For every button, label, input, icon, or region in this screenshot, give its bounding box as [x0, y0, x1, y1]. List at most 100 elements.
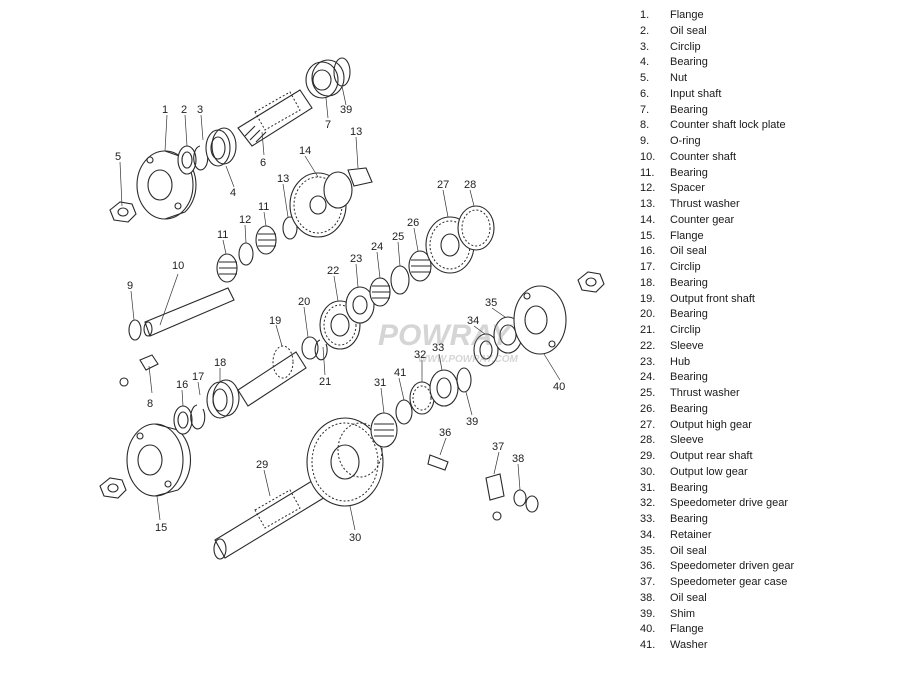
legend-item-label: Circlip: [670, 40, 701, 53]
legend-item-label: Bearing: [670, 513, 708, 525]
part-7-bearing: [305, 59, 345, 99]
legend-item: 17.Circlip: [640, 260, 895, 276]
legend-item-label: Speedometer driven gear: [670, 560, 795, 573]
legend-item-number: 3.: [640, 40, 650, 53]
legend-item-number: 12.: [640, 182, 656, 195]
part-6-input-shaft: [237, 89, 313, 147]
callout-4: 4: [230, 187, 236, 199]
legend-item: 39.Shim: [640, 607, 895, 623]
callout-24: 24: [371, 241, 383, 253]
legend-item: 3. Circlip: [640, 40, 895, 56]
legend-item-number: 37.: [640, 576, 656, 588]
part-23-hub: [345, 286, 375, 324]
legend-item-number: 4.: [640, 56, 650, 69]
legend-item-label: Counter gear: [670, 213, 735, 226]
leader-lines: [119, 85, 561, 531]
legend-item: 34. Retainer: [640, 528, 895, 544]
callout-27: 27: [437, 179, 449, 191]
part-4-bearing: [205, 127, 237, 167]
legend-item-label: Bearing: [670, 371, 708, 384]
part-38-oil-seal: [513, 489, 539, 513]
part-8-lock-plate: [119, 354, 159, 387]
legend-item-number: 41.: [640, 639, 656, 651]
callout-22: 22: [327, 265, 339, 277]
callout-numbers: 1 2 3 4 5 6 7 8 9 10 11 11 12 13 13 14 1…: [115, 104, 565, 544]
legend-item-number: 40.: [640, 623, 656, 636]
callout-39-a: 39: [340, 104, 352, 116]
callout-21: 21: [319, 376, 331, 388]
part-19-output-front-shaft: [237, 345, 307, 407]
legend-item: 31.Bearing: [640, 481, 895, 497]
part-11-bearing-b: [255, 225, 277, 255]
legend-item-number: 8.: [640, 119, 650, 132]
callout-3: 3: [197, 104, 203, 116]
legend-item: 32.Speedometer drive gear: [640, 496, 895, 512]
callout-20: 20: [298, 296, 310, 308]
callout-14: 14: [299, 145, 311, 157]
legend-item: 24.Bearing: [640, 370, 895, 386]
callout-2: 2: [181, 104, 187, 116]
legend-item-number: 27.: [640, 418, 656, 431]
legend-item: 11.Bearing: [640, 166, 895, 182]
part-17-circlip: [190, 404, 206, 430]
callout-32: 32: [414, 349, 426, 361]
callout-11-a: 11: [217, 229, 228, 241]
legend-item-number: 2.: [640, 24, 650, 37]
legend-item-label: Input shaft: [670, 87, 722, 100]
callout-10: 10: [172, 260, 184, 272]
legend-item-number: 15.: [640, 229, 656, 242]
legend-item: 7.Bearing: [640, 103, 895, 119]
legend-item: 23.Hub: [640, 355, 895, 371]
part-14-counter-gear: [289, 171, 353, 238]
legend-item-number: 36.: [640, 560, 656, 573]
legend-item-label: Shim: [670, 607, 696, 620]
callout-35: 35: [485, 297, 497, 309]
legend-item: 6.Input shaft: [640, 87, 895, 103]
callout-40: 40: [553, 381, 565, 393]
callout-13-b: 13: [350, 126, 362, 138]
legend-item: 26.Bearing: [640, 402, 895, 418]
part-34-retainer: [473, 333, 499, 367]
legend-item-number: 14.: [640, 213, 656, 226]
callout-5: 5: [115, 151, 121, 163]
legend-item-label: Flange: [670, 9, 704, 21]
legend-item-label: Speedometer drive gear: [670, 497, 789, 510]
legend-item: 15.Flange: [640, 229, 895, 245]
legend-item-label: Sleeve: [670, 339, 704, 352]
callout-38: 38: [512, 453, 524, 465]
legend-item: 22.Sleeve: [640, 339, 895, 355]
legend-item: 13.Thrust washer: [640, 197, 895, 213]
callout-18: 18: [214, 357, 226, 369]
callout-25: 25: [392, 231, 404, 243]
legend-item: 37.Speedometer gear case: [640, 575, 895, 591]
callout-15: 15: [155, 522, 167, 534]
legend-item: 36. Speedometer driven gear: [640, 559, 895, 575]
part-25-thrust-washer: [390, 265, 410, 295]
legend-item-number: 16.: [640, 245, 656, 258]
legend-item-label: Output rear shaft: [670, 450, 753, 462]
part-15-flange: [126, 423, 192, 497]
legend-item: 28.Sleeve: [640, 433, 895, 449]
legend-item-label: Output high gear: [670, 418, 752, 431]
part-40-flange: [513, 285, 567, 355]
part-21-circlip: [314, 339, 328, 361]
legend-item-label: Output front shaft: [670, 292, 755, 305]
part-36-speedometer-driven-gear: [427, 454, 449, 471]
legend-item-label: Retainer: [670, 528, 712, 541]
callout-12: 12: [239, 214, 251, 226]
legend-item-label: Bearing: [670, 402, 708, 415]
callout-29: 29: [256, 459, 268, 471]
part-13-thrust-washer-a: [282, 216, 298, 240]
legend-item-label: Bearing: [670, 276, 708, 289]
legend-item-number: 34.: [640, 528, 656, 541]
legend-item-number: 38.: [640, 591, 656, 604]
legend-item-number: 19.: [640, 292, 656, 305]
legend-item-number: 30.: [640, 465, 656, 478]
callout-8: 8: [147, 398, 153, 410]
legend-item-label: Thrust washer: [670, 198, 740, 210]
legend-item-label: Circlip: [670, 261, 701, 273]
legend-item-label: Washer: [670, 639, 708, 651]
legend-item: 27. Output high gear: [640, 418, 895, 434]
part-13-thrust-washer-b: [347, 167, 373, 187]
